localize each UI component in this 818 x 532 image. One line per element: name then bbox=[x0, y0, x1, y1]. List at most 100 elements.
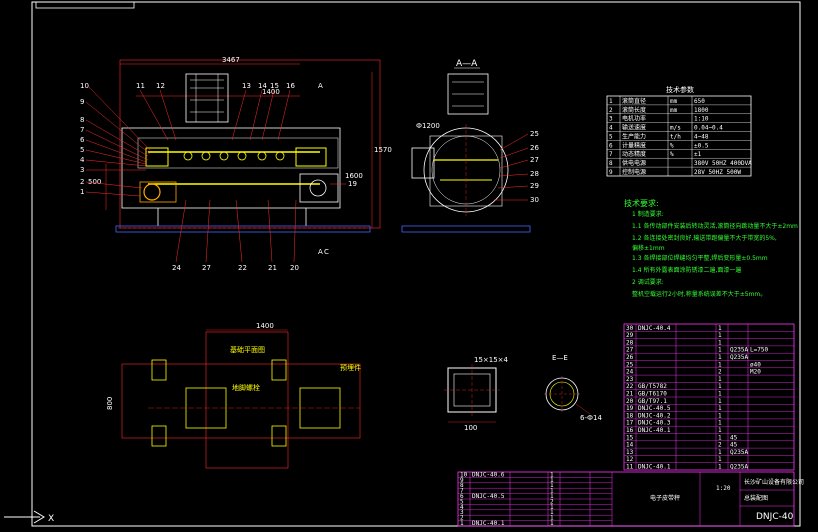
end-view-leaders bbox=[494, 133, 529, 201]
bom-cell: DNJC-40.4 bbox=[638, 325, 671, 332]
param-cell: 6 bbox=[609, 142, 613, 149]
dim-overall: 3467 bbox=[222, 56, 240, 64]
bom-cell: M20 bbox=[750, 369, 761, 376]
param-cell: % bbox=[670, 151, 674, 158]
param-cell: 计量精度 bbox=[622, 141, 646, 149]
anchor-pad bbox=[271, 425, 287, 447]
anchor-pad bbox=[271, 359, 287, 381]
detail-square-dim: 100 bbox=[464, 424, 477, 432]
side-view-balloons: 10 9 8 7 6 5 4 3 2 1 11 12 13 14 15 16 2… bbox=[80, 82, 357, 272]
bom-lower-cell: 1 bbox=[550, 493, 554, 500]
param-cell: 动态精度 bbox=[622, 150, 646, 158]
balloon-label: 2 bbox=[80, 178, 84, 186]
technical-notes: 技术要求:1 制造要求:1.1 各传动部件安装后转动灵活,滚筒径向跳动量不大于±… bbox=[624, 198, 798, 298]
balloon-label: 21 bbox=[268, 264, 277, 272]
balloon-label: 22 bbox=[238, 264, 247, 272]
bom-cell: Q235A bbox=[730, 354, 748, 361]
section-title: A—A bbox=[456, 59, 478, 69]
bom-cell: 1 bbox=[718, 456, 722, 463]
param-cell: 供电电源 bbox=[622, 159, 646, 167]
bom-lower-cell: 7 bbox=[460, 488, 464, 495]
bom-cell: 1 bbox=[718, 398, 722, 405]
param-cell: 5 bbox=[609, 133, 613, 140]
param-cell: 滚筒直径 bbox=[622, 97, 646, 105]
param-cell: 8 bbox=[609, 160, 613, 167]
drive-roller-housing bbox=[145, 147, 169, 167]
balloon-label: 25 bbox=[530, 130, 539, 138]
detail-square-view: 15×15×4 100 bbox=[444, 356, 509, 432]
bom-cell: 17 bbox=[626, 420, 634, 427]
param-cell: 650 bbox=[694, 98, 705, 105]
bom-cell: 1 bbox=[718, 412, 722, 419]
bom-cell: L=750 bbox=[750, 347, 768, 354]
bom-lower-cell: 1 bbox=[550, 482, 554, 489]
bom-cell: DNJC-40.1 bbox=[638, 427, 671, 434]
plan-label-3: 预埋件 bbox=[340, 363, 361, 372]
section-view-a-a: A—A Ф1200 25 26 27 28 29 30 bbox=[401, 59, 539, 233]
bom-cell: 1 bbox=[718, 420, 722, 427]
bom-cell: 29 bbox=[626, 332, 634, 339]
bom-cell: 25 bbox=[626, 361, 634, 368]
bom-lower-cell: 1 bbox=[550, 509, 554, 516]
bom-cell: GB/T5782 bbox=[638, 383, 667, 390]
end-dim-top: Ф1200 bbox=[416, 122, 440, 130]
dim-h2: 500 bbox=[88, 178, 101, 186]
bom-lower-cell: 9 bbox=[460, 477, 464, 484]
balloon-label: 27 bbox=[530, 156, 539, 164]
param-cell: ±0.5 bbox=[694, 142, 709, 149]
dim-side: 1600 bbox=[345, 172, 363, 180]
balloon-label: 29 bbox=[530, 182, 539, 190]
bom-cell: 11 bbox=[626, 464, 634, 471]
bom-cell: 14 bbox=[626, 442, 634, 449]
bom-cell: Q235A bbox=[730, 464, 748, 471]
bom-cell: Q235A bbox=[730, 347, 748, 354]
bom-cell: 1 bbox=[718, 434, 722, 441]
balloon-label: 12 bbox=[156, 82, 165, 90]
bom-cell: GB/T6170 bbox=[638, 391, 667, 398]
balloon-label: 7 bbox=[80, 126, 84, 134]
bom-cell: 1 bbox=[718, 391, 722, 398]
drawing-number: DNJC-40 bbox=[756, 512, 794, 522]
bom-cell: 1 bbox=[718, 332, 722, 339]
bom-lower-cell: 1 bbox=[550, 488, 554, 495]
bom-lower-cell: 3 bbox=[460, 509, 464, 516]
param-cell: % bbox=[670, 142, 674, 149]
balloon-label: 13 bbox=[242, 82, 251, 90]
notes-line: 1.1 各传动部件安装后转动灵活,滚筒径向跳动量不大于±2mm bbox=[632, 222, 798, 230]
dim-sub: 1400 bbox=[262, 88, 280, 96]
bom-cell: 21 bbox=[626, 391, 634, 398]
balloon-label: 30 bbox=[530, 196, 539, 204]
param-cell: ±1 bbox=[694, 151, 702, 158]
right-motor bbox=[299, 173, 339, 203]
param-cell: 1:10 bbox=[694, 116, 709, 123]
notes-line: 整机空载运行2小时,称量系统误差不大于±5mm。 bbox=[632, 290, 766, 298]
balloon-label: 14 bbox=[258, 82, 267, 90]
notes-line: 2 调试要求: bbox=[632, 278, 664, 286]
bom-cell: 1 bbox=[718, 325, 722, 332]
bom-cell: 2 bbox=[718, 442, 722, 449]
company-name: 长沙矿山设备有限公司 bbox=[744, 478, 804, 486]
end-hopper bbox=[447, 73, 489, 115]
param-cell: 28V 50HZ 500W bbox=[694, 169, 741, 176]
balloon-label: 6 bbox=[80, 136, 85, 144]
bom-cell: 19 bbox=[626, 405, 634, 412]
machine-body bbox=[121, 127, 341, 209]
bom-cell: 1 bbox=[718, 405, 722, 412]
section-mark-c: C bbox=[324, 248, 329, 256]
bom-cell: 18 bbox=[626, 412, 634, 419]
bom-cell: 26 bbox=[626, 354, 634, 361]
plan-label-2: 地脚螺栓 bbox=[232, 383, 260, 392]
bom-cell: 2 bbox=[718, 369, 722, 376]
bom-cell: 1 bbox=[718, 354, 722, 361]
bom-lower-cell: 1 bbox=[550, 471, 554, 478]
balloon-label: 1 bbox=[80, 188, 84, 196]
part-label: 总装配图 bbox=[744, 494, 768, 502]
param-cell: 生产能力 bbox=[622, 132, 646, 140]
param-cell: 控制电源 bbox=[622, 168, 646, 176]
bom-cell: 27 bbox=[626, 347, 634, 354]
bom-cell: ø40 bbox=[750, 361, 761, 368]
balloon-label: 8 bbox=[80, 116, 84, 124]
